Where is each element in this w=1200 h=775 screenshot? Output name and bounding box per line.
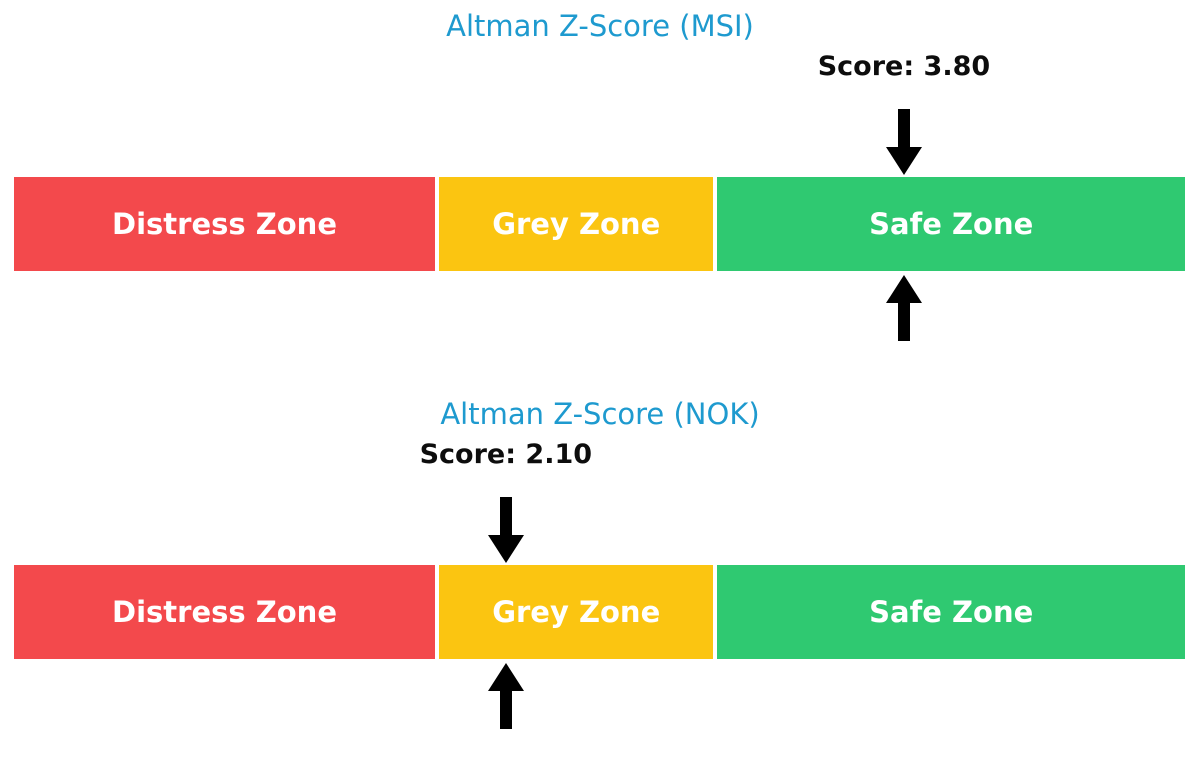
zone-distress-label: Distress Zone (112, 207, 337, 241)
zone-safe: Safe Zone (717, 177, 1185, 271)
chart-title: Altman Z-Score (NOK) (440, 397, 760, 431)
chart-msi: Altman Z-Score (MSI) Score: 3.80 Distres… (0, 0, 1200, 387)
chart-title: Altman Z-Score (MSI) (446, 9, 754, 43)
zone-grey: Grey Zone (439, 177, 714, 271)
score-label: Score: 2.10 (419, 439, 593, 470)
zone-grey-label: Grey Zone (492, 595, 661, 629)
zone-safe-label: Safe Zone (869, 207, 1034, 241)
score-label: Score: 3.80 (817, 51, 991, 82)
arrow-down-icon (885, 109, 922, 175)
zone-grey-label: Grey Zone (492, 207, 661, 241)
zone-safe-label: Safe Zone (869, 595, 1034, 629)
arrow-up-icon (885, 275, 922, 341)
zone-distress-label: Distress Zone (112, 595, 337, 629)
chart-nok: Altman Z-Score (NOK) Score: 2.10 Distres… (0, 388, 1200, 775)
zone-grey: Grey Zone (439, 565, 714, 659)
zone-safe: Safe Zone (717, 565, 1185, 659)
zone-distress: Distress Zone (14, 565, 435, 659)
zone-distress: Distress Zone (14, 177, 435, 271)
arrow-up-icon (487, 663, 524, 729)
arrow-down-icon (487, 497, 524, 563)
zone-bar: Distress Zone Grey Zone Safe Zone (14, 565, 1185, 659)
zone-bar: Distress Zone Grey Zone Safe Zone (14, 177, 1185, 271)
